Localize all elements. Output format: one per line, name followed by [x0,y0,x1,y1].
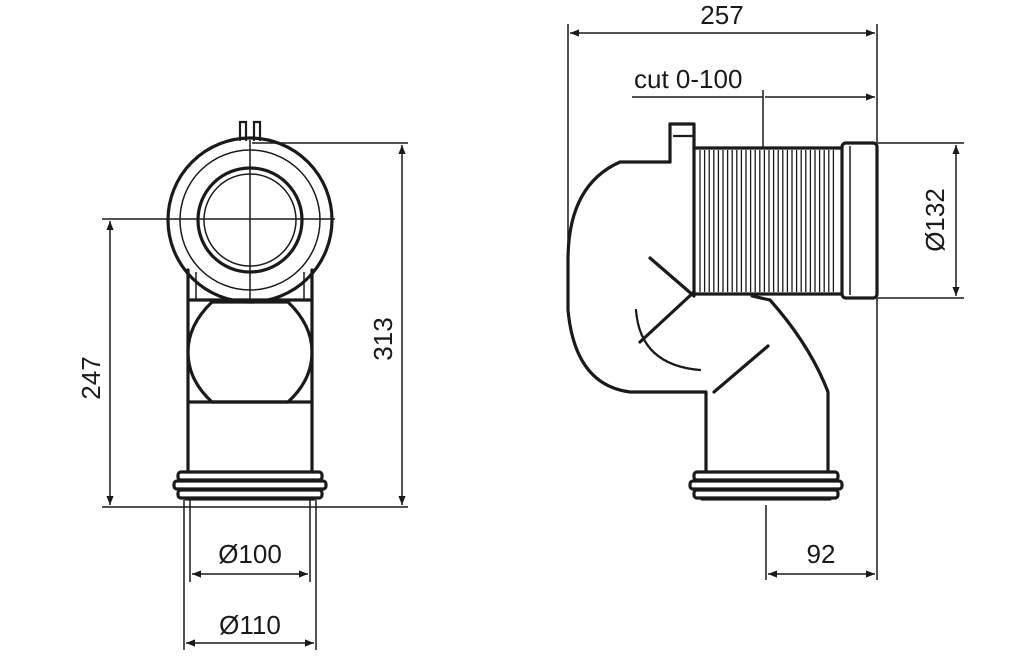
corrugated-extension [692,146,844,296]
side-outlet-seal [688,470,844,501]
dim-width-overall-label: 257 [700,0,743,30]
outlet-seal [172,470,328,501]
side-view: 257 cut 0-100 Ø132 92 [566,0,964,580]
dim-height-axis-label: 247 [76,356,106,399]
centerlines [102,140,408,300]
top-nub [238,120,262,142]
front-view: 313 247 Ø100 Ø110 [76,120,408,650]
dim-outer-diameter-label: Ø110 [219,610,281,640]
dimension-diameter-110: Ø110 [186,610,314,647]
dim-inlet-diameter-label: Ø132 [920,188,950,252]
dimension-cut-range: cut 0-100 [632,64,875,101]
inlet-collar [840,141,879,300]
dim-outlet-offset-label: 92 [807,539,836,569]
dimension-92: 92 [768,539,875,578]
elbow-body [566,160,830,474]
pipe-body [186,268,314,474]
dimension-247: 247 [76,221,114,505]
dimension-257: 257 [570,0,875,37]
dim-height-overall-label: 313 [368,317,398,360]
dim-cut-range-label: cut 0-100 [634,64,742,94]
dimension-diameter-100: Ø100 [192,539,308,578]
dimension-313: 313 [368,145,406,505]
cut-tab [668,122,696,164]
dimension-diameter-132: Ø132 [920,145,960,296]
dim-inner-diameter-label: Ø100 [218,539,282,569]
